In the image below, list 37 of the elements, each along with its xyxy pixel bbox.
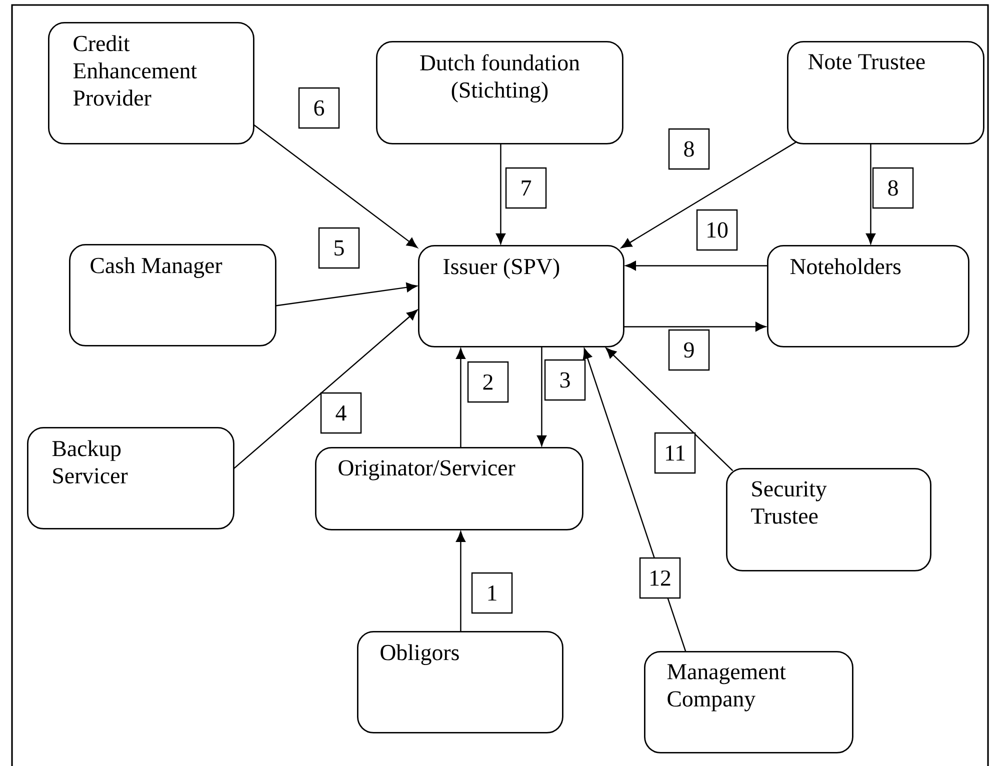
step-number: 5 [318,227,360,269]
step-number: 4 [320,392,362,434]
arrow [582,348,686,652]
party-box: Dutch foundation (Stichting) [376,41,624,144]
step-number: 6 [298,87,340,129]
party-box: Cash Manager [69,244,276,346]
step-number: 3 [544,359,586,401]
step-number: 7 [505,167,547,209]
step-number: 8 [872,167,914,209]
step-number: 9 [668,329,710,371]
step-number: 1 [471,572,513,614]
arrow [536,346,546,446]
arrow [233,310,418,470]
party-box: Issuer (SPV) [418,245,624,348]
party-box: Noteholders [767,245,970,348]
arrow [866,144,876,244]
party-box: Backup Servicer [27,427,234,530]
arrow [456,531,466,632]
step-number: 12 [639,557,681,599]
arrow [456,348,466,448]
arrow [496,144,506,244]
party-box: Note Trustee [787,41,984,144]
arrow [625,260,768,270]
step-number: 2 [467,361,509,403]
step-number: 10 [696,209,738,251]
party-box: Credit Enhancement Provider [48,22,254,144]
party-box: Originator/Servicer [315,447,584,530]
arrow [606,348,734,472]
arrow [621,141,798,248]
step-number: 8 [668,128,710,170]
arrow [624,322,766,332]
arrow [253,124,418,248]
party-box: Security Trustee [726,468,932,572]
arrow [276,282,418,306]
party-box: Obligors [357,631,564,734]
step-number: 11 [654,432,696,474]
party-box: Management Company [644,651,854,754]
